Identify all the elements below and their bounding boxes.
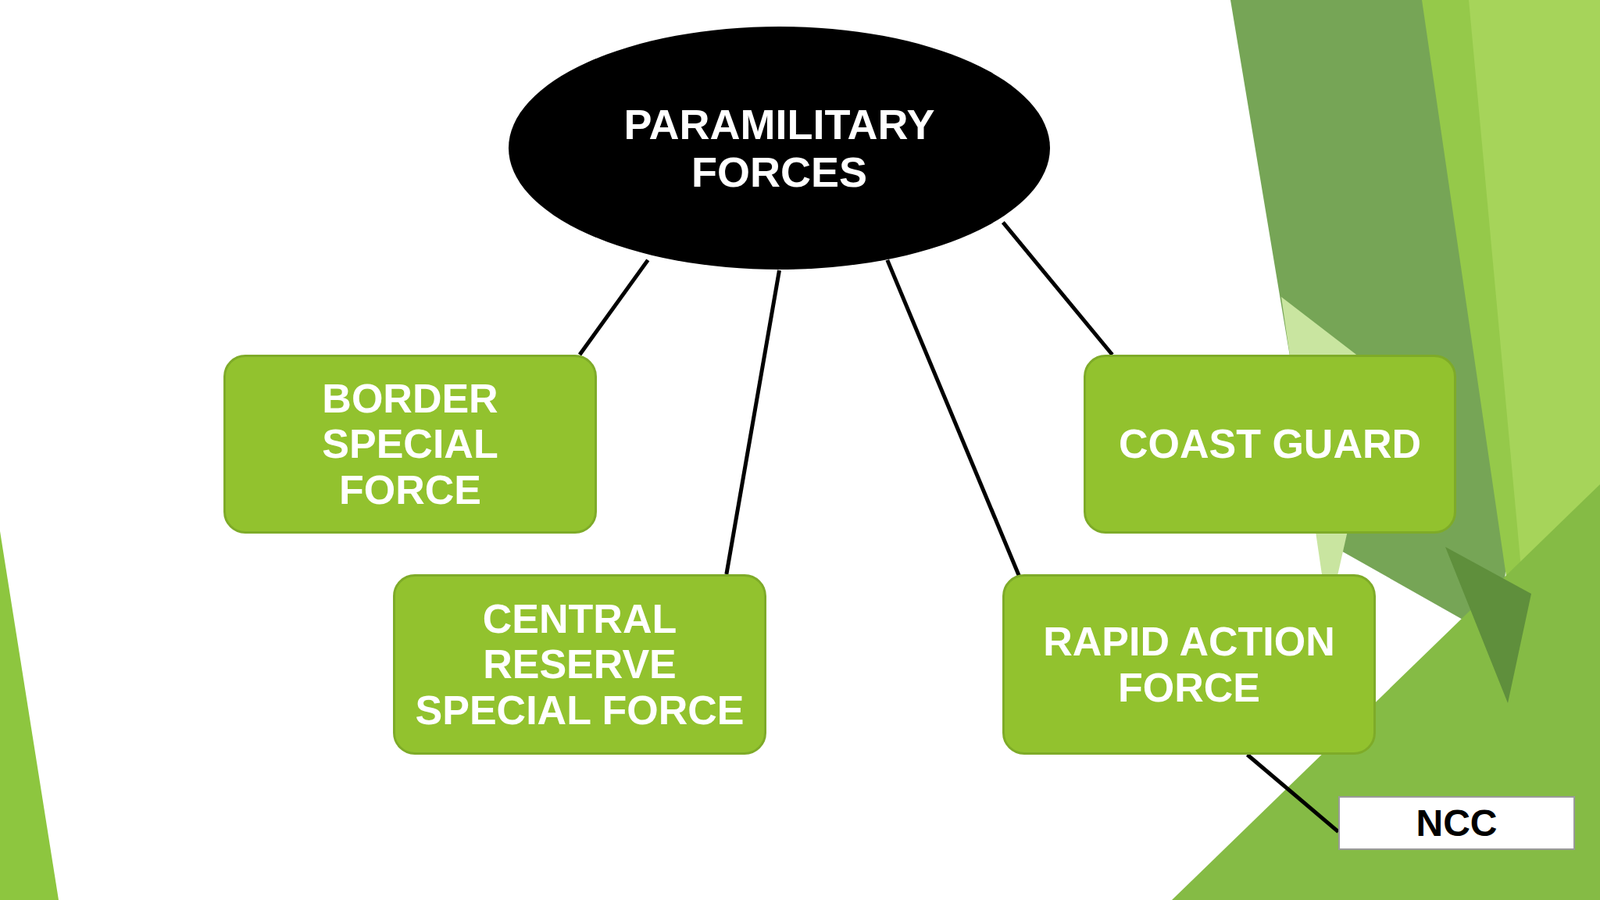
node-label: COAST GUARD xyxy=(1090,421,1450,467)
connector-line xyxy=(726,270,780,575)
root-ellipse: PARAMILITARY FORCES xyxy=(507,25,1051,271)
category-box: RAPID ACTION FORCE xyxy=(1002,574,1376,755)
node-label: BORDER SPECIAL FORCE xyxy=(281,375,540,513)
node-label: NCC xyxy=(1343,802,1571,845)
node-label: PARAMILITARY FORCES xyxy=(584,100,975,196)
connector-line xyxy=(1247,754,1339,833)
dark-green-band xyxy=(1445,546,1532,704)
connector-line xyxy=(1003,222,1113,355)
connector-line xyxy=(887,260,1022,580)
category-box: CENTRAL RESERVE SPECIAL FORCE xyxy=(392,574,767,755)
category-box: BORDER SPECIAL FORCE xyxy=(223,354,597,534)
node-label: CENTRAL RESERVE SPECIAL FORCE xyxy=(403,596,756,733)
category-box: COAST GUARD xyxy=(1083,354,1457,534)
left-green-triangle xyxy=(0,531,59,900)
node-label: RAPID ACTION FORCE xyxy=(1013,618,1365,710)
connector-line xyxy=(579,260,648,355)
note-box: NCC xyxy=(1338,796,1575,850)
ellipse-fill xyxy=(508,26,1050,270)
